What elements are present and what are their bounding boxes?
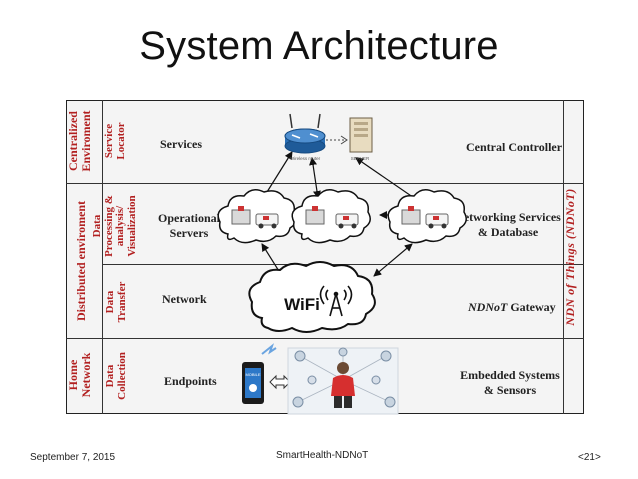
label-networking-services: Networking Services & Database: [452, 210, 564, 240]
footer-center-text: SmartHealth-NDNoT: [276, 450, 369, 461]
label-ndnot-italic: NDNoT: [468, 300, 508, 314]
footer-page-number: <21>: [578, 452, 601, 463]
label-ndnot-gateway: NDNoT Gateway: [468, 300, 556, 315]
label-networking-l2: & Database: [477, 225, 539, 239]
label-embedded-l2: & Sensors: [483, 383, 537, 397]
person-figure: [331, 362, 355, 408]
phone-bluetooth-sign: [261, 343, 277, 355]
cloud-hospital-1: [217, 189, 297, 244]
label-gateway-text: Gateway: [507, 300, 556, 314]
divider-layer-1: [102, 183, 584, 184]
label-networking-l1: Networking Services: [455, 210, 561, 224]
arrow-server-cloud3: [355, 157, 421, 203]
dashed-link: [326, 135, 348, 145]
label-embedded-l1: Embedded Systems: [460, 368, 560, 382]
component-network: Network: [162, 292, 207, 306]
cloud-hospital-2: [291, 189, 371, 244]
bidirectional-arrow-icon: [269, 374, 291, 390]
signal-tower-icon: [319, 285, 353, 317]
arrow-router-cloud2: [309, 157, 321, 199]
component-services: Services: [160, 137, 202, 151]
label-embedded-systems: Embedded Systems & Sensors: [458, 368, 562, 398]
phone-screen-text: MOBILE: [245, 372, 260, 377]
router-icon: Wireless router: [284, 113, 326, 161]
cloud-wifi: WiFi: [248, 261, 376, 333]
sensor-network-image: [287, 347, 399, 415]
server-icon: SERVER: [349, 117, 373, 161]
divider-left-column: [102, 100, 103, 414]
router-caption: Wireless router: [290, 156, 321, 161]
component-endpoints: Endpoints: [164, 374, 217, 388]
slide-title: System Architecture: [139, 24, 499, 68]
component-operational-l1: Operational: [158, 211, 220, 225]
server-caption: SERVER: [351, 156, 370, 161]
arrow-cloud3-wifi: [373, 243, 413, 277]
component-operational-servers: Operational Servers: [152, 211, 226, 241]
component-operational-l2: Servers: [169, 226, 209, 240]
cloud-hospital-3: [387, 189, 467, 244]
divider-right-column: [563, 100, 564, 414]
divider-home: [66, 338, 584, 339]
footer-date: September 7, 2015: [30, 452, 116, 463]
label-central-controller: Central Controller: [466, 140, 563, 154]
wifi-logo-text: WiFi: [284, 295, 320, 314]
smartphone-icon: MOBILE: [242, 362, 264, 404]
